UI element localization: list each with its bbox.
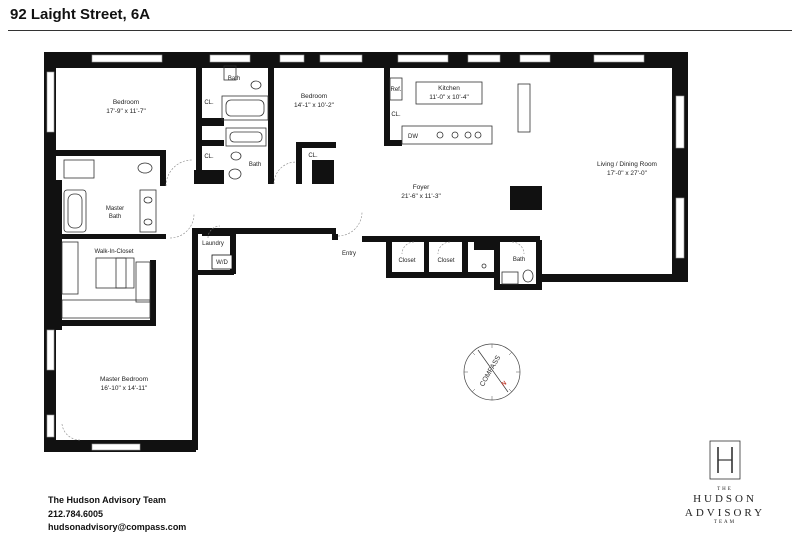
- master-bedroom-dims: 16'-10" x 14'-11": [101, 385, 148, 392]
- closet-label-bedroom-2: CL.: [308, 153, 318, 159]
- team-name: The Hudson Advisory Team: [48, 495, 167, 505]
- bath-label-upper: Bath: [228, 76, 240, 82]
- refrigerator-label: Ref.: [390, 87, 401, 93]
- contact-block: The Hudson Advisory Team 212.784.6005 hu…: [48, 494, 186, 535]
- bath-label-powder: Bath: [513, 257, 525, 263]
- foyer-name: Foyer: [413, 184, 430, 191]
- compass-north-label: N: [501, 380, 508, 387]
- title-divider: [8, 30, 792, 31]
- logo-team: TEAM: [713, 520, 737, 525]
- bath-label-lower: Bath: [249, 162, 261, 168]
- bedroom-2-name: Bedroom: [301, 93, 327, 100]
- windows: [46, 54, 685, 451]
- phone-number: 212.784.6005: [48, 508, 104, 519]
- foyer-dims: 21'-6" x 11'-3": [401, 193, 441, 200]
- living-room-name: Living / Dining Room: [597, 161, 657, 168]
- logo-the: THE: [717, 487, 733, 492]
- bedroom-1-name: Bedroom: [113, 99, 139, 106]
- dishwasher-label: DW: [408, 134, 418, 140]
- listing-title: 92 Laight Street, 6A: [10, 6, 151, 23]
- kitchen-name: Kitchen: [438, 85, 460, 92]
- compass-rose: COMPASS N: [463, 343, 521, 401]
- wd-unit-bg: [212, 255, 232, 269]
- living-room-dims: 17'-0" x 27'-0": [607, 170, 648, 177]
- fixtures: [61, 65, 534, 319]
- walk-in-closet-name: Walk-In-Closet: [94, 249, 133, 255]
- h-monogram-icon: [709, 440, 741, 480]
- closet-label-2: Closet: [437, 258, 454, 264]
- closet-label-kitchen: CL.: [391, 112, 401, 118]
- logo-advisory: ADVISORY: [684, 507, 766, 519]
- closet-label-bedroom-1: CL.: [204, 100, 214, 106]
- bedroom-2-dims: 14'-1" x 10'-2": [294, 102, 335, 109]
- compass-text: COMPASS: [479, 354, 502, 388]
- washer-dryer-label: W/D: [216, 260, 228, 266]
- closet-label-hall: CL.: [204, 154, 214, 160]
- closet-label-1: Closet: [398, 258, 415, 264]
- master-bedroom-name: Master Bedroom: [100, 376, 148, 383]
- interior-walls: [56, 60, 542, 330]
- door-swings: [61, 159, 525, 441]
- master-bath-line1: Master: [106, 206, 124, 212]
- entry-label: Entry: [342, 251, 356, 257]
- hudson-advisory-logo: THE HUDSON ADVISORY TEAM: [660, 440, 790, 525]
- wd-unit: [211, 254, 233, 270]
- logo-hudson: HUDSON: [693, 493, 757, 505]
- kitchen-dims: 11'-0" x 10'-4": [429, 94, 469, 101]
- email-address: hudsonadvisory@compass.com: [48, 522, 187, 532]
- laundry-name: Laundry: [202, 241, 224, 247]
- master-bath-line2: Bath: [109, 214, 121, 220]
- room-labels: Bedroom 17'-9" x 11'-7" Bedroom 14'-1" x…: [94, 76, 657, 392]
- bedroom-1-dims: 17'-9" x 11'-7": [106, 108, 146, 115]
